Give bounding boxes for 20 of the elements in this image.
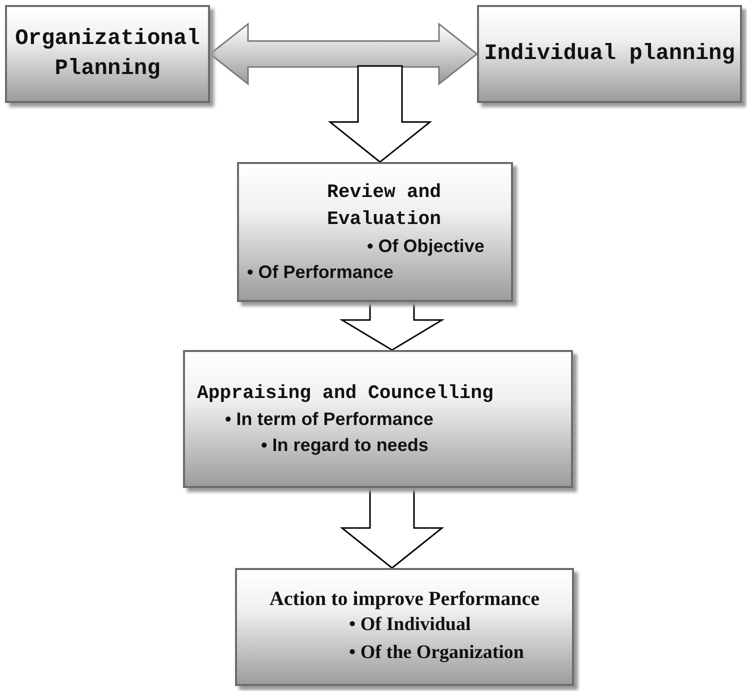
box-heading: Organizational Planning xyxy=(14,25,201,83)
bullet-item: • Of Individual xyxy=(349,612,471,637)
bullet-item: • Of Objective xyxy=(367,234,484,258)
process-box xyxy=(183,350,573,488)
box-heading: Review and Evaluation xyxy=(326,180,442,232)
process-box xyxy=(235,568,574,686)
block-arrow xyxy=(328,65,432,163)
process-box xyxy=(477,5,742,103)
block-arrow xyxy=(208,22,478,86)
bullet-item: • In term of Performance xyxy=(225,408,434,432)
process-box xyxy=(237,162,513,302)
bullet-item: • Of the Organization xyxy=(349,640,524,664)
process-box xyxy=(5,5,210,103)
block-arrow xyxy=(339,301,445,351)
bullet-item: • In regard to needs xyxy=(261,434,428,458)
box-heading: Action to improve Performance xyxy=(268,588,541,611)
box-heading: Appraising and Councelling xyxy=(196,380,494,406)
block-arrow xyxy=(340,487,444,569)
box-heading: Individual planning xyxy=(483,40,736,68)
bullet-item: • Of Performance xyxy=(247,260,394,284)
